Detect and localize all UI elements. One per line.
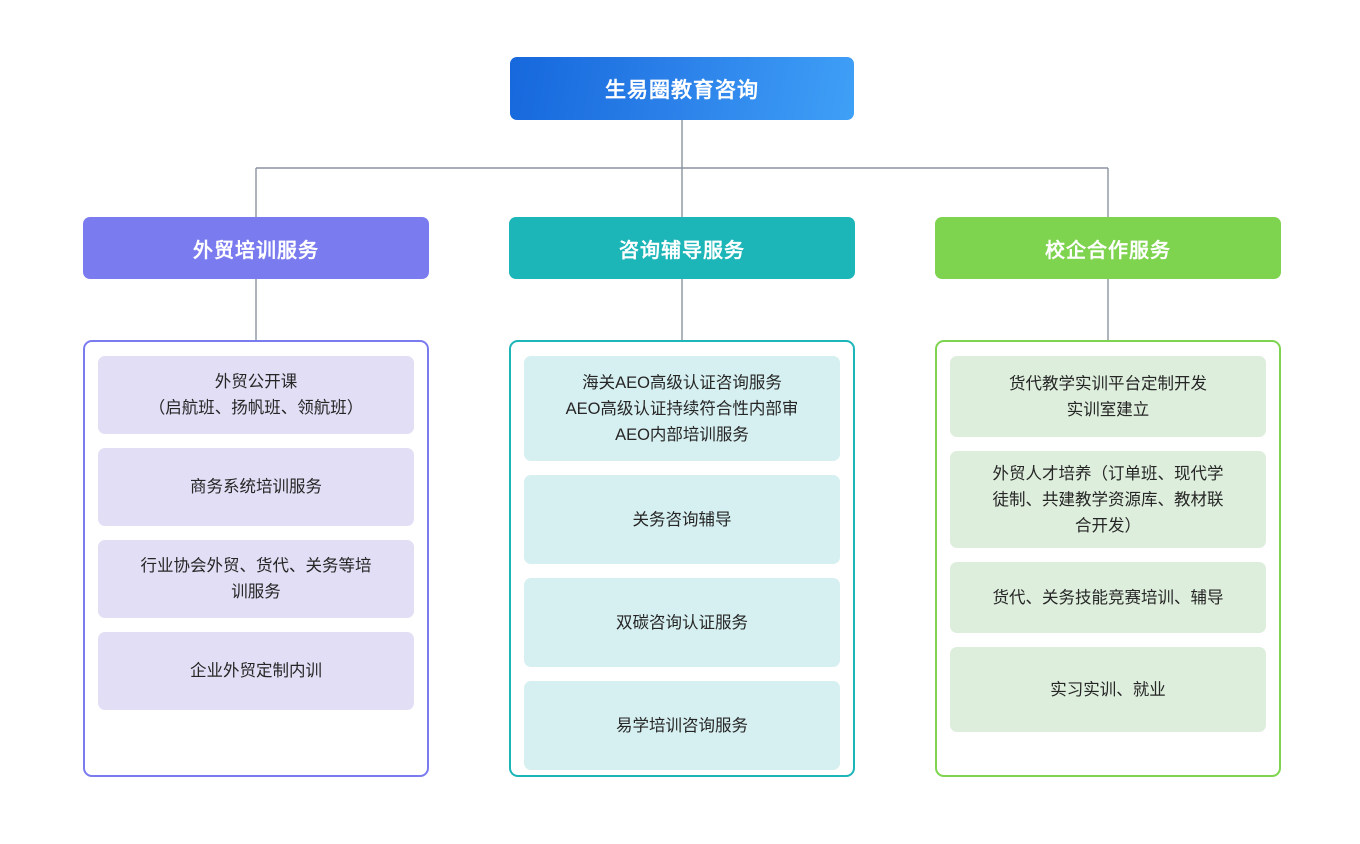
branch-item[interactable]: 实习实训、就业 [950,647,1266,732]
branch-header-label: 外贸培训服务 [193,239,319,262]
branch-header-label: 校企合作服务 [1045,239,1171,262]
branch-item[interactable]: 商务系统培训服务 [98,448,414,526]
branch-item[interactable]: 双碳咨询认证服务 [524,578,840,667]
branch-item[interactable]: 货代、关务技能竞赛培训、辅导 [950,562,1266,633]
branch-item[interactable]: 海关AEO高级认证咨询服务 AEO高级认证持续符合性内部审 AEO内部培训服务 [524,356,840,461]
branch-header-waimao-peixun[interactable]: 外贸培训服务 [83,217,429,279]
branch-item[interactable]: 关务咨询辅导 [524,475,840,564]
branch-item[interactable]: 外贸人才培养（订单班、现代学 徒制、共建教学资源库、教材联 合开发） [950,451,1266,548]
branch-header-zixun-fudao[interactable]: 咨询辅导服务 [509,217,855,279]
branch-header-xiaoqi-hezuo[interactable]: 校企合作服务 [935,217,1281,279]
branch-items-container-3: 货代教学实训平台定制开发 实训室建立 外贸人才培养（订单班、现代学 徒制、共建教… [935,340,1281,777]
branch-item[interactable]: 货代教学实训平台定制开发 实训室建立 [950,356,1266,437]
root-node-label: 生易圈教育咨询 [605,78,759,102]
branch-items-container-2: 海关AEO高级认证咨询服务 AEO高级认证持续符合性内部审 AEO内部培训服务 … [509,340,855,777]
branch-item[interactable]: 行业协会外贸、货代、关务等培 训服务 [98,540,414,618]
branch-column-zixun-fudao: 咨询辅导服务 海关AEO高级认证咨询服务 AEO高级认证持续符合性内部审 AEO… [509,217,855,777]
branch-column-waimao-peixun: 外贸培训服务 外贸公开课 （启航班、扬帆班、领航班） 商务系统培训服务 行业协会… [83,217,429,777]
branch-item[interactable]: 易学培训咨询服务 [524,681,840,770]
branch-header-label: 咨询辅导服务 [619,239,745,262]
root-node[interactable]: 生易圈教育咨询 [510,57,854,120]
branch-item[interactable]: 外贸公开课 （启航班、扬帆班、领航班） [98,356,414,434]
branch-items-container-1: 外贸公开课 （启航班、扬帆班、领航班） 商务系统培训服务 行业协会外贸、货代、关… [83,340,429,777]
branch-item[interactable]: 企业外贸定制内训 [98,632,414,710]
branch-column-xiaoqi-hezuo: 校企合作服务 货代教学实训平台定制开发 实训室建立 外贸人才培养（订单班、现代学… [935,217,1281,777]
